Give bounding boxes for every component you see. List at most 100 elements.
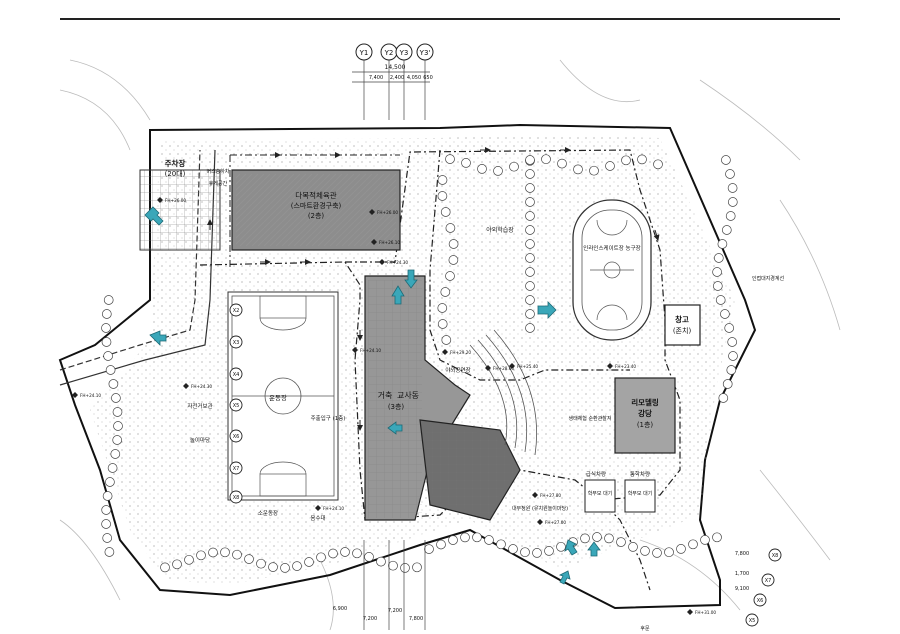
- elevation-label: FH+27.80: [540, 493, 561, 498]
- dim-top-2: 2,400: [390, 75, 404, 81]
- tree-icon: [573, 164, 583, 175]
- grid-label-y2: Y2: [384, 49, 394, 57]
- field-label: 운동장: [269, 393, 287, 402]
- tree-icon: [496, 539, 506, 550]
- tree-icon: [484, 535, 494, 545]
- row-bubble-label: X8: [233, 495, 240, 501]
- tree-icon: [728, 351, 738, 361]
- elevation-markers: FH+26.00FH+26.00FH+24.30FH+26.10FH+24.10…: [72, 197, 716, 615]
- dim-bottom-3: 7,200: [388, 608, 402, 614]
- building-storage: [664, 304, 701, 346]
- tree-icon: [400, 563, 410, 573]
- elevation-label: FH+26.00: [377, 210, 398, 215]
- tree-icon: [477, 164, 487, 174]
- tree-icon: [101, 323, 111, 333]
- tree-icon: [712, 532, 722, 543]
- tree-icon: [525, 225, 535, 235]
- tree-icon: [448, 535, 458, 545]
- tree-icon: [727, 337, 738, 347]
- row-bubble-x8: X8: [229, 490, 243, 504]
- tree-icon: [437, 191, 448, 201]
- boundary-label: 인접대지경계선: [752, 275, 785, 282]
- elevation-label: FH+31.00: [695, 610, 716, 615]
- grid-label-y3p: Y3': [419, 49, 431, 57]
- tree-icon: [445, 154, 455, 164]
- tree-icon: [304, 557, 314, 567]
- arrow-main-s-icon: [404, 269, 418, 289]
- arrow-court-icon: [537, 301, 557, 319]
- tree-icon: [525, 197, 535, 207]
- tree-icon: [525, 183, 535, 193]
- dim-bottom-4: 7,800: [409, 616, 423, 622]
- tree-icon: [105, 477, 115, 487]
- corner-bubble-label: X6: [757, 598, 764, 604]
- tree-icon: [112, 407, 123, 417]
- row-bubble-x6: X6: [229, 429, 243, 443]
- tree-icon: [700, 535, 710, 545]
- tree-icon: [712, 267, 722, 277]
- parking-label-1: 주차장: [165, 158, 186, 168]
- tree-icon: [715, 295, 726, 305]
- entry-arrows: [144, 206, 601, 585]
- tree-icon: [621, 155, 631, 166]
- tree-icon: [720, 309, 730, 319]
- tree-icon: [493, 166, 503, 176]
- row-bubble-label: X2: [233, 308, 240, 314]
- tree-icon: [544, 546, 554, 556]
- tree-icon: [525, 309, 535, 319]
- tree-icon: [328, 548, 338, 559]
- dim-top-1: 7,400: [369, 75, 383, 81]
- tree-icon: [525, 295, 535, 305]
- tree-icon: [525, 253, 535, 263]
- tree-icon: [424, 544, 434, 554]
- tree-icon: [184, 554, 194, 565]
- elevation-marker: FH+27.00: [537, 519, 566, 525]
- bottom-dims: 6,900 7,200 7,200 7,800 7,800 1,700 9,10…: [333, 551, 749, 622]
- tree-icon: [525, 169, 535, 179]
- tree-icon: [525, 323, 535, 333]
- elevation-label: FH+24.10: [80, 393, 101, 398]
- elevation-marker: FH+28.00: [485, 365, 514, 371]
- corner-bubble-label: X5: [749, 618, 756, 624]
- tree-icon: [653, 159, 663, 170]
- tree-icon: [605, 161, 615, 171]
- tree-icon: [208, 547, 218, 558]
- corner-bubble-2: X6: [753, 593, 767, 607]
- grid-label-y1: Y1: [359, 49, 369, 57]
- elevation-label: FH+25.40: [517, 364, 538, 369]
- row-bubble-label: X7: [233, 466, 240, 472]
- tree-icon: [316, 552, 326, 563]
- parent-wait-1-label: 학부모 대기: [588, 490, 613, 497]
- kinder-label: 내부정원 (유치원놀이마당): [512, 505, 568, 512]
- dim-top-4: 650: [423, 75, 433, 81]
- tree-icon: [541, 154, 551, 165]
- tree-icon: [637, 154, 647, 165]
- building-main-rooms: [368, 280, 422, 518]
- row-bubble-label: X5: [233, 403, 240, 409]
- tree-icon: [448, 255, 459, 265]
- hydro-label: 통학차량: [630, 470, 650, 478]
- grid-label-y3: Y3: [399, 49, 409, 57]
- elevation-label: FH+28.00: [493, 366, 514, 371]
- tree-icon: [640, 546, 650, 556]
- tree-icon: [376, 556, 386, 567]
- tree-icon: [727, 197, 738, 207]
- tree-icon: [340, 547, 350, 557]
- entrance-label: 주출입구 (1층): [311, 414, 346, 422]
- tree-icon: [725, 169, 735, 179]
- elevation-marker: FH+24.10: [72, 392, 101, 398]
- tree-icon: [556, 541, 566, 552]
- tree-icon: [112, 435, 123, 445]
- parking-lot: [139, 169, 221, 251]
- tree-icon: [508, 544, 518, 554]
- elevation-label: FH+23.40: [615, 364, 636, 369]
- elevation-marker: FH+26.00: [369, 209, 398, 215]
- wash-label: 음수대: [310, 514, 325, 522]
- bus-label: 버스승하차: [206, 168, 229, 175]
- row-bubble-x5: X5: [229, 398, 243, 412]
- gym-label-1: 다목적체육관: [295, 190, 336, 200]
- outdoor-stage-label: 야외공연장: [445, 366, 470, 374]
- tree-icon: [102, 491, 113, 501]
